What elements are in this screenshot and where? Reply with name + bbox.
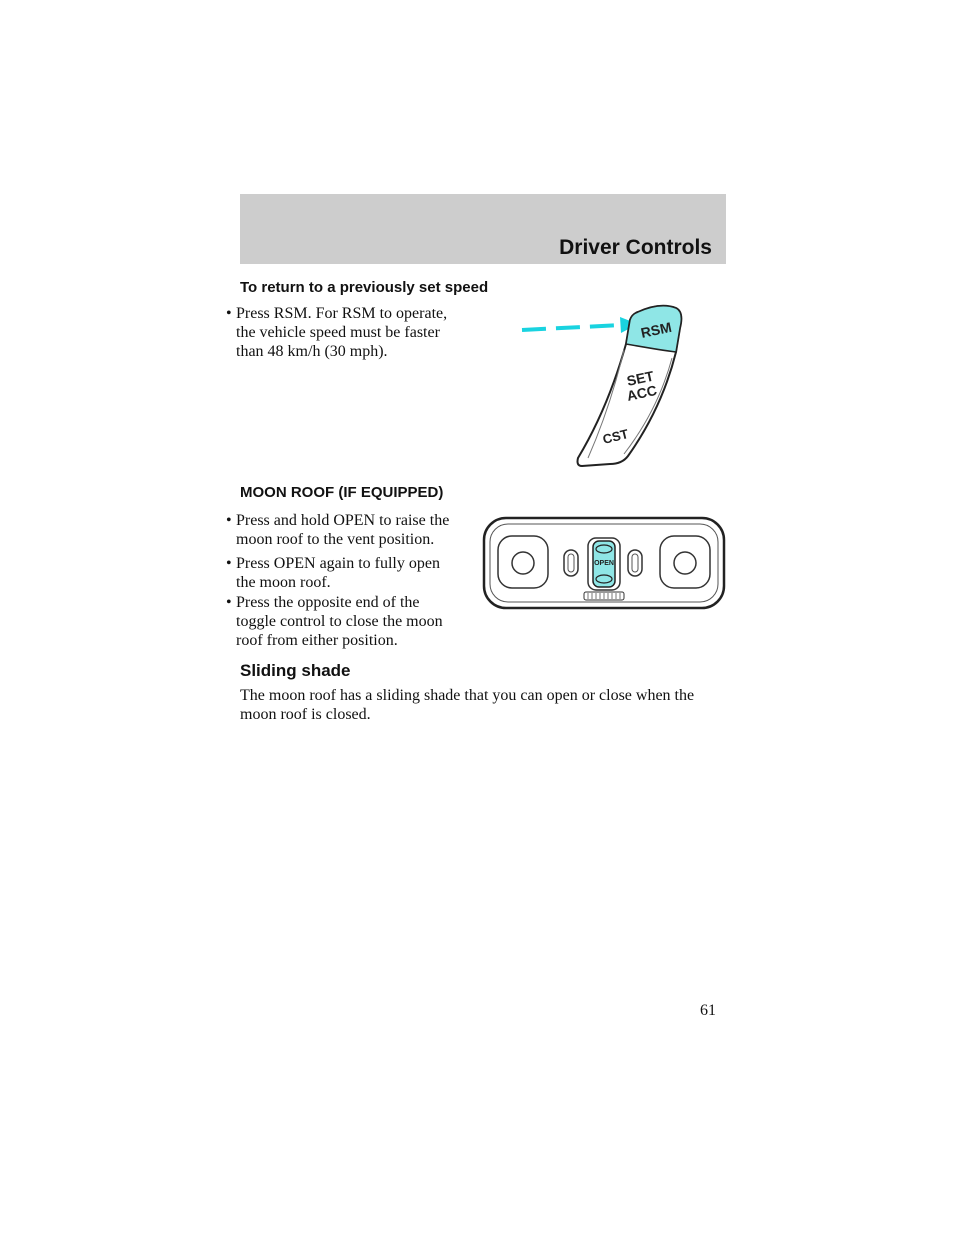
bullet-line: Press RSM. For RSM to operate,	[236, 305, 448, 322]
moonroof-console-figure: OPEN	[482, 516, 726, 610]
bullet-line: Press OPEN again to fully open	[236, 555, 440, 572]
right-lamp-switch	[627, 549, 643, 577]
shade-paragraph: The moon roof has a sliding shade that y…	[240, 686, 730, 724]
moonroof-bullet-1: • Press and hold OPEN to raise the moon …	[226, 511, 486, 551]
bullet-dot: •	[226, 512, 232, 529]
pointer-arrow-icon	[521, 317, 638, 333]
bullet-dot: •	[226, 555, 232, 572]
bullet-line: than 48 km/h (30 mph).	[236, 343, 388, 360]
bullet-line: Press the opposite end of the	[236, 594, 420, 611]
moonroof-bullet-3: • Press the opposite end of the toggle c…	[226, 593, 486, 653]
bullet-line: roof from either position.	[236, 632, 398, 649]
shade-heading: Sliding shade	[240, 661, 351, 680]
rsm-label: RSM	[639, 319, 673, 341]
bullet-line: moon roof to the vent position.	[236, 531, 435, 548]
acc-label: ACC	[625, 382, 658, 404]
resume-bullet-1: • Press RSM. For RSM to operate, the veh…	[226, 304, 486, 364]
left-lamp-switch	[563, 549, 579, 577]
bullet-line: the vehicle speed must be faster	[236, 324, 440, 341]
bullet-dot: •	[226, 594, 232, 611]
bullet-line: the moon roof.	[236, 574, 331, 591]
bullet-line: toggle control to close the moon	[236, 613, 443, 630]
cruise-control-figure: RSM SET ACC CST	[521, 304, 683, 468]
section-title: Driver Controls	[559, 236, 712, 259]
paragraph-line: moon roof is closed.	[240, 706, 371, 723]
page-number: 61	[700, 1002, 716, 1019]
cst-label: CST	[601, 426, 630, 447]
rsm-zone	[625, 305, 683, 353]
paragraph-line: The moon roof has a sliding shade that y…	[240, 687, 695, 704]
moonroof-heading: MOON ROOF (IF EQUIPPED)	[240, 484, 444, 501]
bullet-line: Press and hold OPEN to raise the	[236, 512, 450, 529]
moonroof-bullet-2: • Press OPEN again to fully open the moo…	[226, 554, 486, 594]
bullet-dot: •	[226, 305, 232, 322]
set-label: SET	[625, 368, 655, 389]
open-label: OPEN	[594, 560, 614, 567]
section-header-band: Driver Controls	[240, 194, 726, 264]
resume-heading: To return to a previously set speed	[240, 279, 489, 296]
